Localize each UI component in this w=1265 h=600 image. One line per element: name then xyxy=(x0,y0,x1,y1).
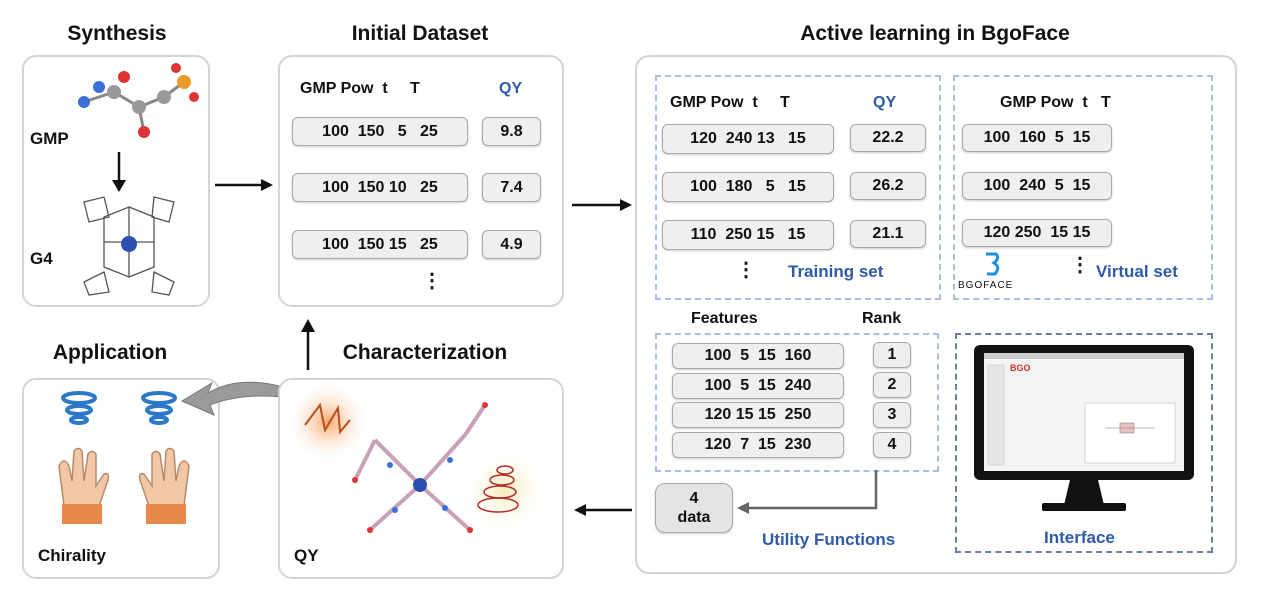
feature-row: 120 7 15 230 xyxy=(672,432,844,458)
training-qy-header: QY xyxy=(873,94,897,111)
arrow-up-icon xyxy=(301,319,315,370)
application-panel: Chirality xyxy=(22,378,220,579)
training-qy: 22.2 xyxy=(850,124,926,152)
initial-headers: GMP Pow t T xyxy=(300,80,420,97)
arrow-right-icon xyxy=(215,179,273,191)
more-ellipsis: ⋮ xyxy=(422,270,442,292)
chirality-hands-icon xyxy=(58,391,190,524)
virtual-row: 100 240 5 15 xyxy=(962,172,1112,200)
chirality-label: Chirality xyxy=(38,546,107,565)
synthesis-title: Synthesis xyxy=(67,22,167,45)
more-ellipsis: ⋮ xyxy=(736,259,756,281)
arrow-left-elbow-icon xyxy=(737,470,878,514)
svg-text:BGO: BGO xyxy=(1010,363,1031,373)
utility-functions-label: Utility Functions xyxy=(762,530,896,549)
interface-label: Interface xyxy=(1044,528,1115,547)
utility-box xyxy=(655,333,939,472)
initial-row: 100 150 10 25 xyxy=(292,173,468,202)
initial-row: 100 150 5 25 xyxy=(292,117,468,146)
initial-row: 100 150 15 25 xyxy=(292,230,468,259)
g4-structure-icon xyxy=(83,196,175,296)
virtual-set-box xyxy=(953,75,1213,300)
rank-cell: 2 xyxy=(873,372,911,398)
training-qy: 21.1 xyxy=(850,220,926,248)
bgoface-logo-icon xyxy=(986,252,1000,276)
initial-qy: 9.8 xyxy=(482,117,541,146)
gmp-molecule-icon xyxy=(78,63,199,138)
rank-cell: 3 xyxy=(873,402,911,428)
training-row: 120 240 13 15 xyxy=(662,124,834,154)
more-ellipsis: ⋮ xyxy=(1070,254,1090,276)
gmp-label: GMP xyxy=(30,129,69,148)
arrow-right-icon xyxy=(572,199,632,211)
training-row: 100 180 5 15 xyxy=(662,172,834,202)
g4-label: G4 xyxy=(30,249,53,268)
application-title: Application xyxy=(52,341,168,364)
active-learning-title: Active learning in BgoFace xyxy=(800,22,1070,45)
qy-molecule-icon xyxy=(286,380,550,535)
bgoface-logo-text: BGOFACE xyxy=(958,280,1014,291)
feature-row: 120 15 15 250 xyxy=(672,402,844,428)
features-header: Features xyxy=(691,310,758,327)
characterization-panel: QY xyxy=(278,378,564,579)
feature-row: 100 5 15 240 xyxy=(672,373,844,399)
virtual-row: 100 160 5 15 xyxy=(962,124,1112,152)
initial-qy: 7.4 xyxy=(482,173,541,202)
rank-header: Rank xyxy=(862,310,902,327)
characterization-title: Characterization xyxy=(342,341,508,364)
interface-box xyxy=(955,333,1213,553)
training-set-label: Training set xyxy=(788,262,884,281)
virtual-row: 120 250 15 15 xyxy=(962,219,1112,247)
virtual-set-label: Virtual set xyxy=(1096,262,1178,281)
rank-cell: 4 xyxy=(873,432,911,458)
training-set-box xyxy=(655,75,941,300)
selected-data-box: 4 data xyxy=(655,483,733,533)
training-row: 110 250 15 15 xyxy=(662,220,834,250)
synthesis-panel: GMP G4 xyxy=(22,55,210,307)
monitor-icon: BGO xyxy=(974,345,1194,511)
rank-cell: 1 xyxy=(873,342,911,368)
qy-label: QY xyxy=(294,546,319,565)
arrow-down-icon xyxy=(112,152,126,192)
virtual-headers: GMP Pow t T xyxy=(1000,94,1111,111)
initial-dataset-title: Initial Dataset xyxy=(351,22,489,45)
feature-row: 100 5 15 160 xyxy=(672,343,844,369)
arrow-left-icon xyxy=(574,504,632,516)
curved-arrow-left-icon xyxy=(180,381,284,416)
initial-qy-header: QY xyxy=(499,80,523,97)
initial-qy: 4.9 xyxy=(482,230,541,259)
training-qy: 26.2 xyxy=(850,172,926,200)
training-headers: GMP Pow t T xyxy=(670,94,790,111)
